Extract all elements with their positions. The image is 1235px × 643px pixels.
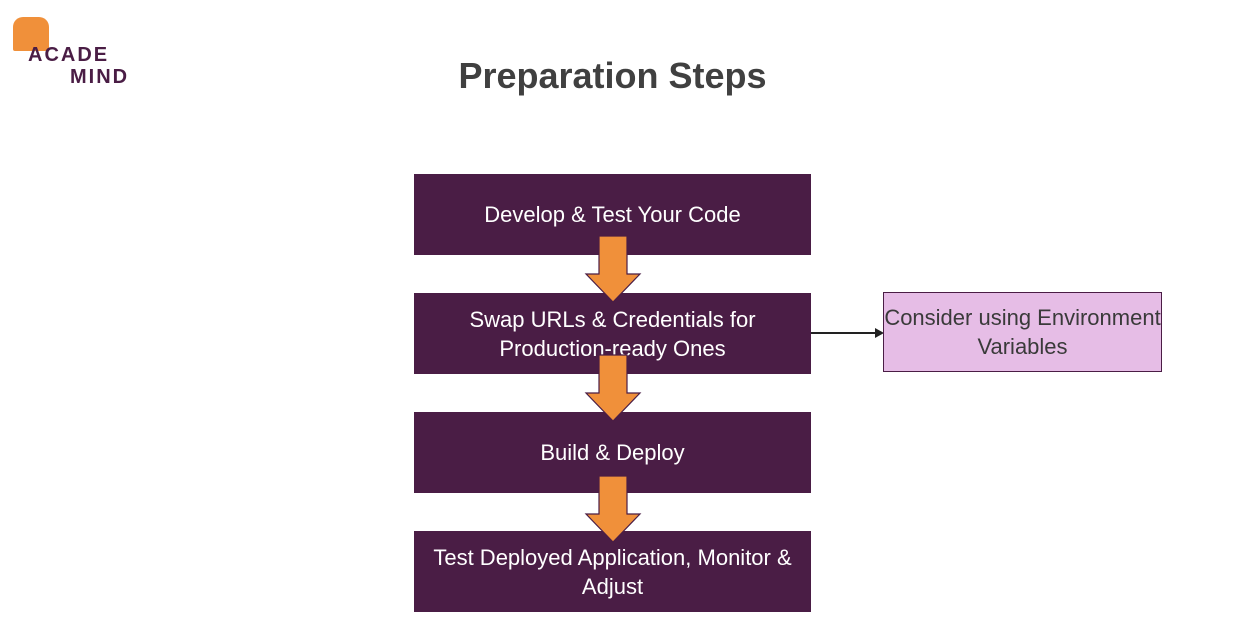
down-arrow-icon — [584, 354, 642, 422]
step-test-monitor: Test Deployed Application, Monitor & Adj… — [414, 531, 811, 612]
down-arrow-icon — [584, 475, 642, 543]
connector-arrow-icon — [811, 328, 884, 338]
environment-variables-note: Consider using Environment Variables — [883, 292, 1162, 372]
down-arrow-icon — [584, 235, 642, 303]
step-swap-credentials: Swap URLs & Credentials for Production-r… — [414, 293, 811, 374]
acade-mind-logo: ACADE MIND — [10, 14, 140, 90]
logo-text-line2: MIND — [70, 66, 130, 88]
logo-text-line1: ACADE — [28, 44, 110, 66]
logo-mark-icon — [13, 17, 49, 51]
page-title: Preparation Steps — [458, 55, 767, 96]
step-develop-test: Develop & Test Your Code — [414, 174, 811, 255]
logo-text: ACADE MIND — [28, 44, 129, 88]
